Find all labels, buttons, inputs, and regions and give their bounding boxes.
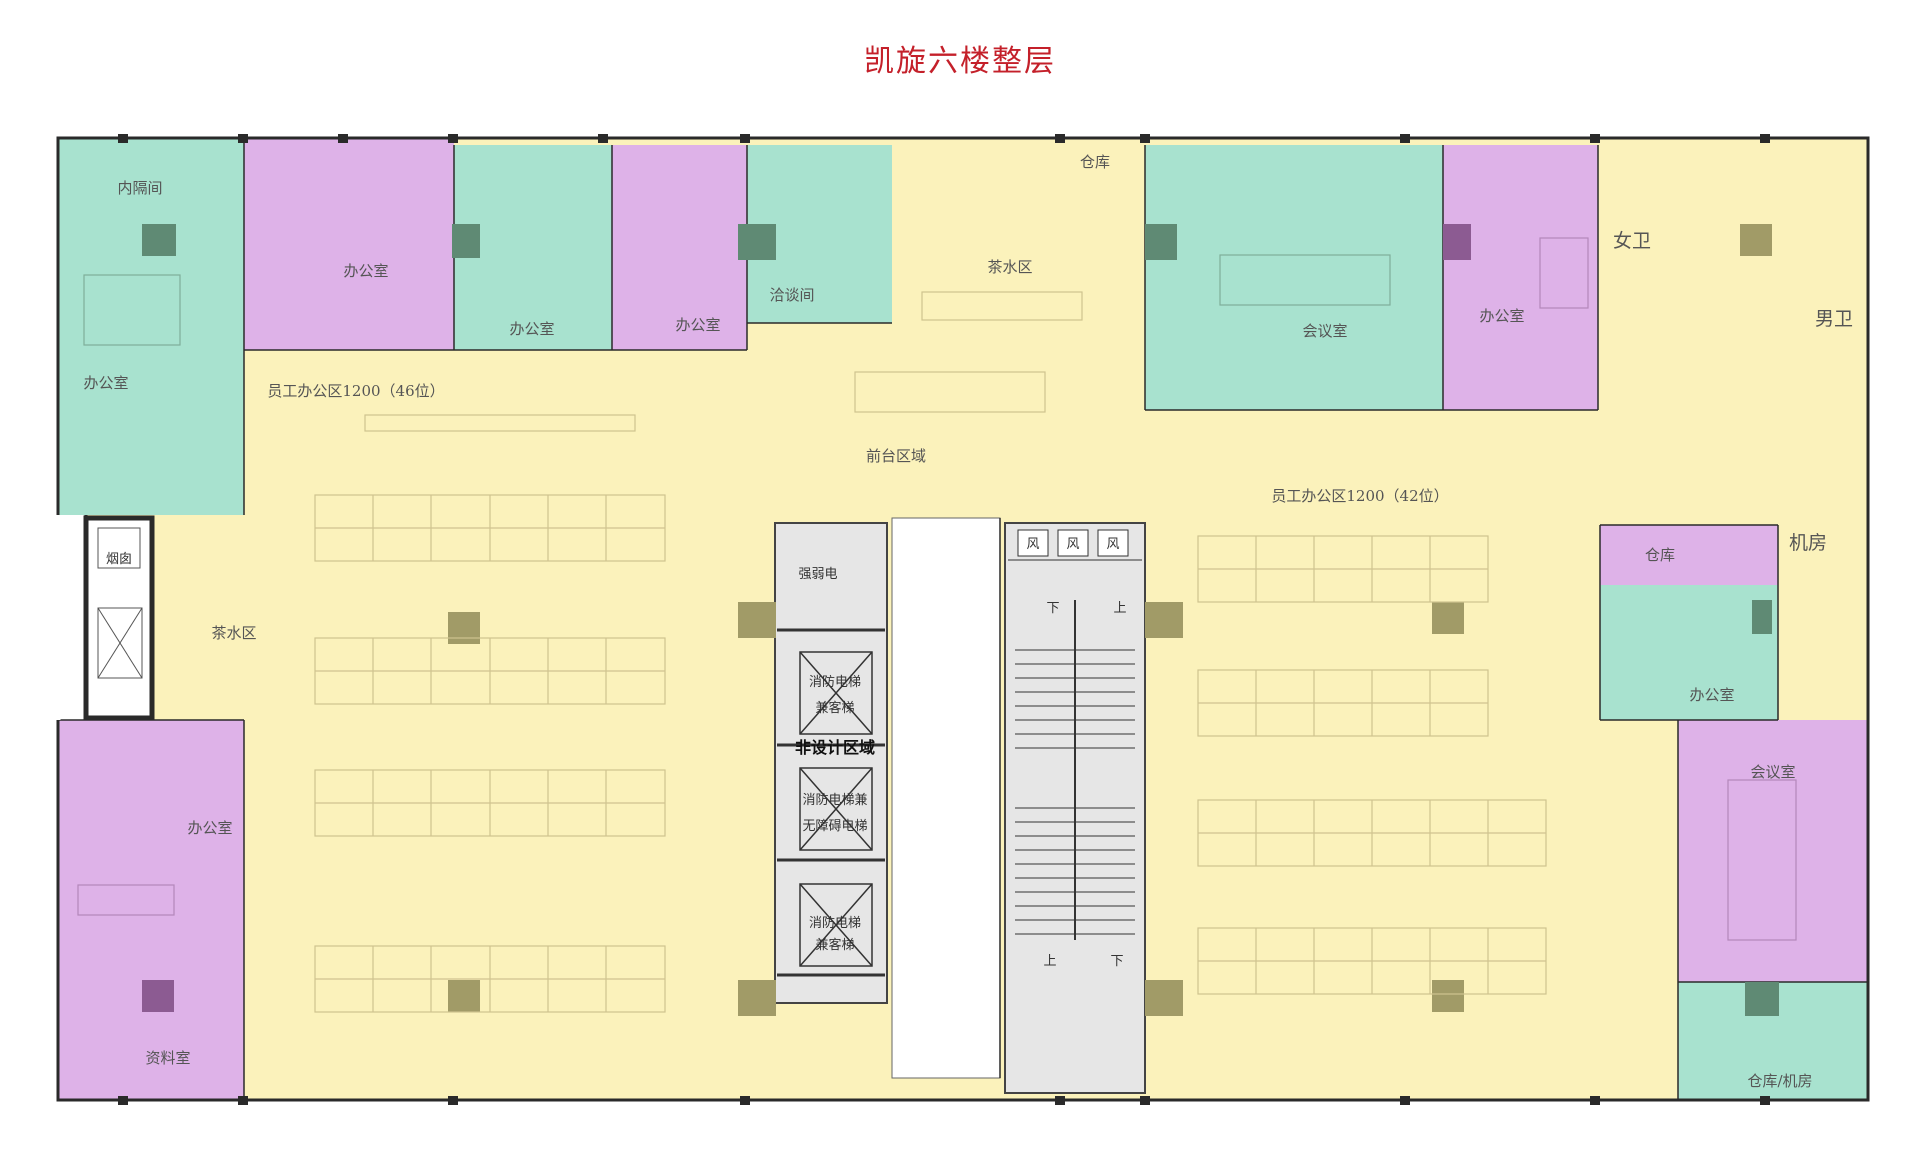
label-smoke: 烟囱 — [106, 552, 132, 567]
label-fan-2: 风 — [1066, 537, 1079, 552]
label-elevator1-l1: 消防电梯 — [809, 674, 861, 690]
label-fan-3: 风 — [1106, 537, 1119, 552]
label-women-wc: 女卫 — [1613, 230, 1651, 252]
label-elevator2-l1: 消防电梯兼 — [802, 792, 867, 808]
label-storage-e: 仓库 — [1645, 546, 1675, 564]
label-machine-room: 机房 — [1789, 532, 1827, 554]
zone-meeting-se — [1678, 720, 1868, 982]
label-elevator2-l2: 无障碍电梯 — [802, 819, 867, 834]
plan-title: 凯旋六楼整层 — [864, 44, 1056, 79]
zone-office-ne — [1443, 145, 1598, 410]
zone-office-e — [1600, 585, 1778, 720]
label-fan-1: 风 — [1026, 537, 1039, 552]
label-men-wc: 男卫 — [1815, 308, 1853, 330]
zone-office-p3 — [612, 145, 747, 350]
zone-meeting-n — [1145, 145, 1443, 410]
label-elevator3-l2: 兼客梯 — [815, 937, 854, 953]
zone-office-p1 — [244, 138, 454, 350]
label-stair-down-2: 下 — [1110, 954, 1123, 969]
label-negotiation: 洽谈间 — [769, 286, 814, 304]
zone-office-nw — [58, 138, 244, 515]
label-staff-west: 员工办公区1200（46位） — [267, 382, 444, 400]
label-office-nw: 办公室 — [83, 374, 128, 392]
label-meeting-se: 会议室 — [1750, 763, 1795, 781]
label-tea-n: 茶水区 — [987, 258, 1032, 276]
label-office-p3: 办公室 — [675, 316, 720, 334]
label-office-e: 办公室 — [1689, 686, 1734, 704]
label-office-p1: 办公室 — [343, 262, 388, 280]
label-elevator1-l2: 兼客梯 — [815, 700, 854, 716]
zone-office-g2 — [454, 145, 612, 350]
zone-office-sw — [58, 720, 244, 1100]
label-storage-machine: 仓库/机房 — [1747, 1072, 1812, 1090]
label-staff-east: 员工办公区1200（42位） — [1271, 487, 1448, 505]
label-stair-up-2: 上 — [1043, 954, 1056, 969]
label-stair-up-1: 上 — [1113, 601, 1126, 616]
core-elevators — [774, 522, 888, 1004]
label-non-design: 非设计区域 — [795, 738, 875, 757]
label-tea-w: 茶水区 — [211, 624, 256, 642]
label-office-ne: 办公室 — [1479, 307, 1524, 325]
label-elevator3-l1: 消防电梯 — [809, 915, 861, 931]
label-meeting-n: 会议室 — [1302, 322, 1347, 340]
label-stair-down-1: 下 — [1046, 601, 1059, 616]
label-archive: 资料室 — [145, 1049, 190, 1067]
core-corridor — [891, 517, 1001, 1079]
label-storage-n: 仓库 — [1080, 153, 1110, 171]
label-inner-room: 内隔间 — [117, 179, 162, 197]
label-reception: 前台区域 — [866, 447, 926, 465]
label-weak-elec: 强弱电 — [798, 567, 837, 582]
zone-storage-e — [1600, 525, 1778, 585]
label-office-g2: 办公室 — [509, 320, 554, 338]
label-office-sw: 办公室 — [187, 819, 232, 837]
